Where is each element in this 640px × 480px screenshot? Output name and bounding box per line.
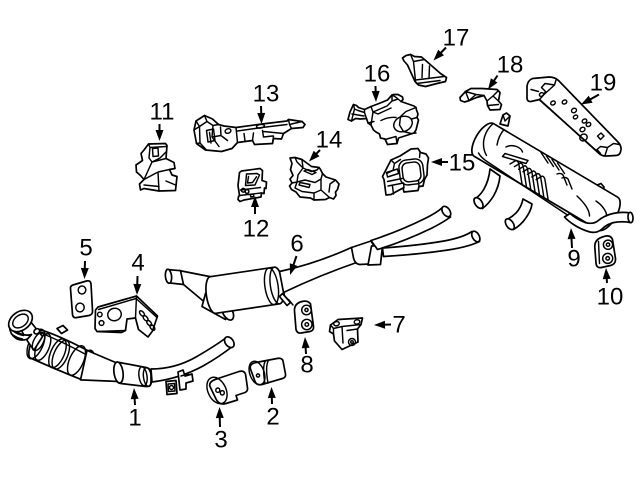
svg-text:17: 17: [443, 25, 470, 52]
svg-text:11: 11: [150, 99, 175, 126]
svg-text:10: 10: [597, 284, 624, 311]
svg-text:19: 19: [590, 70, 617, 97]
svg-text:16: 16: [364, 61, 391, 88]
svg-text:1: 1: [128, 405, 141, 432]
svg-text:14: 14: [316, 127, 343, 154]
svg-text:2: 2: [266, 404, 279, 431]
svg-text:18: 18: [497, 52, 524, 79]
svg-text:4: 4: [131, 250, 144, 277]
svg-text:12: 12: [243, 216, 270, 243]
svg-text:13: 13: [253, 81, 280, 108]
svg-text:8: 8: [300, 352, 313, 379]
svg-text:9: 9: [567, 246, 580, 273]
svg-text:6: 6: [290, 231, 303, 258]
svg-text:3: 3: [214, 427, 227, 454]
svg-text:7: 7: [392, 312, 405, 339]
svg-text:5: 5: [79, 235, 92, 262]
svg-text:15: 15: [449, 150, 476, 177]
